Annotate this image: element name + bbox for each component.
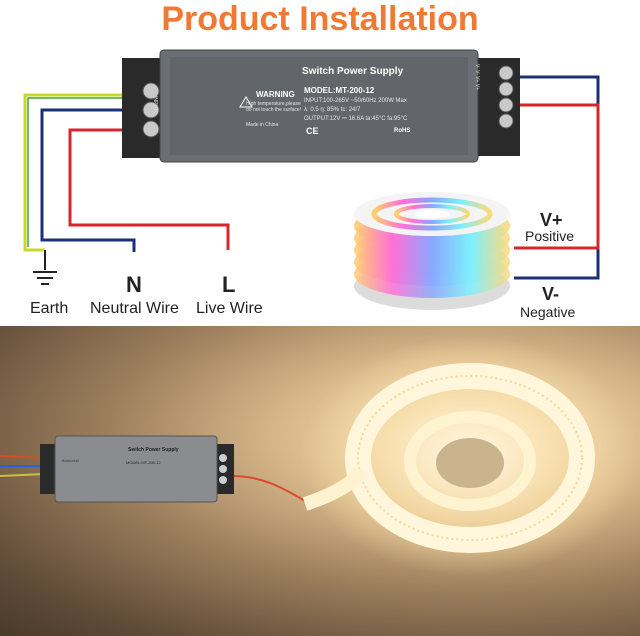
page-title: Product Installation xyxy=(161,0,479,38)
psu-output: OUTPUT:12V ⎓ 16.6A ta:45°C fa:95°C xyxy=(304,116,408,122)
photo-psu-brand: Ameorkin xyxy=(62,458,79,463)
warning-icon xyxy=(239,96,253,108)
photo-psu-name: Switch Power Supply xyxy=(128,447,179,453)
positive-wire xyxy=(505,103,600,250)
vminus-label: V- xyxy=(542,284,560,304)
neutral-wire xyxy=(40,108,140,252)
psu-right-terminal-label: V- V- V+ V+ xyxy=(474,64,480,91)
negative-label: Negative xyxy=(520,304,576,320)
psu-rohs-mark: RoHS xyxy=(394,128,411,134)
product-photo: Switch Power Supply MODEL:MT-200-12 Ameo… xyxy=(0,326,640,636)
led-strip-coil-icon xyxy=(354,192,510,310)
wiring-diagram: Product Installation xyxy=(23,0,600,320)
photo-psu-model: MODEL:MT-200-12 xyxy=(126,460,161,465)
psu-specs: λ: 0.5 η: 85% tc: 24/7 xyxy=(304,107,361,113)
power-supply-photo xyxy=(40,435,234,503)
live-label: Live Wire xyxy=(196,300,263,317)
psu-model: MODEL:MT-200-12 xyxy=(304,86,375,95)
neutral-letter: N xyxy=(126,272,142,297)
psu-ce-mark: CE xyxy=(306,126,319,136)
input-wires-photo xyxy=(0,455,46,477)
earth-wire xyxy=(23,93,140,252)
psu-warning-text: High temperature,please do not touch the… xyxy=(246,101,302,113)
live-letter: L xyxy=(222,272,236,297)
psu-made-in: Made in China xyxy=(246,122,279,128)
left-terminal-screws xyxy=(142,82,160,138)
positive-label: Positive xyxy=(525,228,575,244)
earth-wire-green xyxy=(27,97,140,247)
right-terminal-screws xyxy=(498,65,514,129)
earth-label: Earth xyxy=(30,300,69,317)
psu-warning: WARNING xyxy=(256,90,295,99)
led-strip-glowing xyxy=(300,336,640,576)
neutral-label: Neutral Wire xyxy=(90,300,179,317)
photo-drawing xyxy=(0,336,640,576)
live-wire xyxy=(68,128,230,250)
psu-name: Switch Power Supply xyxy=(302,66,404,77)
psu-left-terminal-label: INPUT xyxy=(152,96,158,111)
power-supply-unit xyxy=(122,49,520,163)
vplus-label: V+ xyxy=(540,210,563,230)
diagram-drawing xyxy=(23,49,600,310)
psu-input: INPUT:100-265V ~50/60Hz 200W Max xyxy=(304,98,407,104)
output-wires-photo xyxy=(231,475,306,502)
earth-symbol-icon xyxy=(33,250,57,285)
